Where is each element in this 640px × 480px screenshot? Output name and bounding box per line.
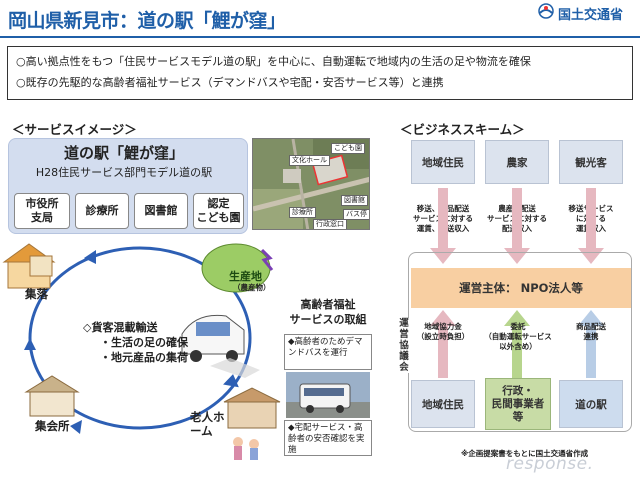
aerial-photo: 文化ホール こども園 図書館 診療所 行政窓口 バス停 (252, 138, 370, 230)
title-divider (0, 36, 640, 38)
summary-box: ○高い拠点性をもつ「住民サービスモデル道の駅」を中心に、自動運転で地域内の生活の… (7, 46, 633, 100)
autonomous-vehicle-icon (181, 314, 260, 378)
mlit-logo-icon (538, 3, 554, 19)
arrow-up-government (504, 310, 530, 378)
party-government-operators: 行政・民間事業者等 (485, 378, 551, 430)
station-name: 道の駅「鯉が窪」 (63, 144, 184, 162)
node-meeting-hall-label: 集会所 (35, 419, 70, 433)
welfare-demand-bus-box: ◆高齢者のためデマンドバスを運行 (284, 334, 372, 370)
flow-regional-contribution: 地域協力金（設立時負担） (416, 322, 470, 341)
summary-line-2: ○既存の先駆的な高齢者福祉サービス（デマンドバスや宅配・安否サービス等）と連携 (16, 76, 444, 89)
route-arrow-right (223, 374, 239, 388)
summary-line-1: ○高い拠点性をもつ「住民サービスモデル道の駅」を中心に、自動運転で地域内の生活の… (16, 55, 531, 68)
flow-consignment: 委託（自動運転サービス以外含め） (484, 322, 552, 351)
farm-icon-production (201, 243, 274, 293)
station-award: H28住民サービス部門モデル道の駅 (35, 166, 213, 179)
node-production-label: 生産地 (229, 270, 262, 283)
aerial-label-clinic: 診療所 (289, 207, 316, 218)
mixed-transport-heading: ◇貨客混載輸送 (83, 321, 158, 334)
aerial-label-culture-hall: 文化ホール (289, 155, 330, 166)
house-icon-settlement (2, 243, 56, 289)
house-icon-meeting-hall (24, 375, 80, 417)
welfare-title: 高齢者福祉サービスの取組 (289, 298, 367, 326)
party-tourists: 観光客 (559, 140, 623, 184)
demand-bus-photo (286, 372, 370, 418)
welfare-delivery-box: ◆宅配サービス・高齢者の安否確認を実施 (284, 420, 372, 456)
party-local-residents-top: 地域住民 (411, 140, 475, 184)
route-arrow-bottom (70, 420, 82, 434)
party-farmers: 農家 (485, 140, 549, 184)
flow-delivery-partnership: 商品配送連携 (576, 322, 606, 341)
facility-library: 図書館 (134, 193, 188, 229)
arrow-down-tourists (578, 188, 604, 264)
response-watermark: response. (506, 454, 594, 474)
footnote: ※企画提案書をもとに国土交通省作成 (461, 449, 589, 458)
aerial-label-admin-window: 行政窓口 (313, 219, 347, 229)
route-arrow-top (84, 250, 96, 264)
aerial-label-library: 図書館 (341, 195, 368, 206)
facility-nursery: 認定こども園 (193, 193, 244, 229)
node-production-sublabel: （農産物） (233, 283, 271, 292)
arrow-up-residents (430, 310, 456, 378)
revenue-arrows (430, 188, 604, 264)
arrow-down-residents (430, 188, 456, 264)
arrow-up-station (578, 310, 604, 378)
operator-box: 運営主体： NPO法人等 (411, 268, 631, 308)
node-settlement-label: 集落 (25, 287, 48, 301)
page-title: 岡山県新見市：道の駅「鯉が窪」 (8, 10, 286, 32)
contribution-arrows (430, 310, 604, 378)
operating-council-tag: 運営協議会 (396, 318, 412, 373)
aerial-label-nursery: こども園 (331, 143, 365, 154)
node-elderly-home-label: 老人ホーム (190, 410, 225, 438)
building-icon-elderly-home (223, 387, 281, 460)
arrow-down-farmers (504, 188, 530, 264)
ministry-logo-text: 国土交通省 (558, 8, 624, 23)
service-image-heading: ＜サービスイメージ＞ (12, 122, 137, 137)
mixed-transport-item-1: ・生活の足の確保 (100, 336, 188, 349)
route-arrow-left (24, 338, 36, 350)
mixed-transport-item-2: ・地元産品の集荷 (100, 351, 188, 364)
party-roadside-station: 道の駅 (559, 380, 623, 428)
party-local-residents-bottom: 地域住民 (411, 380, 475, 428)
facility-clinic: 診療所 (75, 193, 129, 229)
business-scheme-heading: ＜ビジネススキーム＞ (400, 122, 525, 137)
facility-city-office: 市役所支局 (14, 193, 70, 229)
aerial-label-bus-stop: バス停 (343, 209, 369, 220)
autonomous-route-diagram (2, 243, 281, 460)
